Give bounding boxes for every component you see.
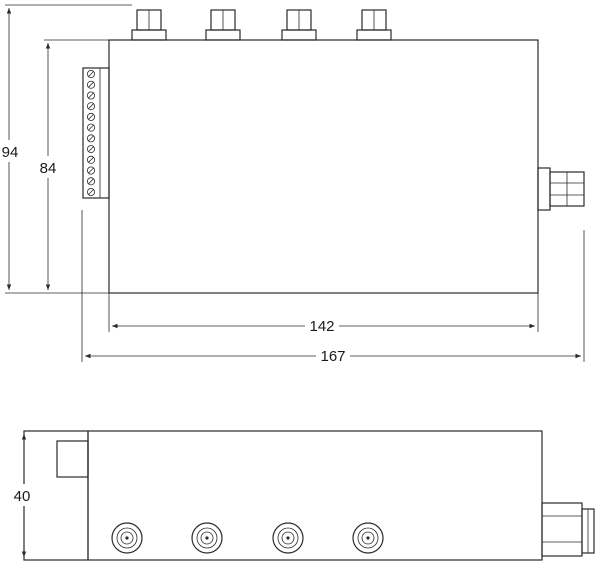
dimension-label-84: 84 xyxy=(40,160,57,177)
side-enclosure-body xyxy=(87,430,543,561)
side-connector xyxy=(537,167,585,211)
terminal-pin xyxy=(87,80,96,89)
terminal-pin-slot xyxy=(88,103,94,109)
side-view-connector xyxy=(541,502,595,557)
side-view: 40 xyxy=(10,430,595,561)
front-connector-4 xyxy=(352,522,384,554)
top-connector-2 xyxy=(205,9,241,41)
top-connector-4 xyxy=(356,9,392,41)
top-connector-1 xyxy=(131,9,167,41)
terminal-pins xyxy=(87,70,96,196)
dimension-label-94: 94 xyxy=(2,144,19,161)
terminal-pin xyxy=(87,112,96,121)
terminal-pin-slot xyxy=(88,81,94,88)
terminal-pin-slot xyxy=(88,157,94,163)
terminal-pin xyxy=(87,91,96,100)
dimension-label-167: 167 xyxy=(320,348,345,365)
terminal-pin xyxy=(87,187,96,196)
top-view: 94 84 142 167 xyxy=(0,4,585,366)
terminal-pin xyxy=(87,102,96,111)
terminal-pin xyxy=(87,177,96,186)
terminal-pin-slot xyxy=(88,71,94,77)
front-connector-3 xyxy=(272,522,304,554)
terminal-pin-slot xyxy=(88,114,94,120)
terminal-pin xyxy=(87,123,96,132)
terminal-pin xyxy=(87,166,96,175)
terminal-pin-slot xyxy=(88,124,94,131)
front-connector-1 xyxy=(111,522,143,554)
terminal-pin xyxy=(87,70,96,79)
terminal-block xyxy=(82,67,110,199)
terminal-pin-slot xyxy=(88,146,94,152)
dimension-label-40: 40 xyxy=(14,488,31,505)
front-connector-2 xyxy=(191,522,223,554)
terminal-pin xyxy=(87,155,96,164)
terminal-pin-slot xyxy=(88,189,94,195)
terminal-pin-slot xyxy=(88,135,94,142)
terminal-pin xyxy=(87,134,96,143)
side-terminal-plug xyxy=(56,440,89,478)
terminal-pin-slot xyxy=(88,167,94,174)
terminal-pin-slot xyxy=(88,178,94,185)
terminal-pin xyxy=(87,145,96,154)
enclosure-body xyxy=(108,39,539,294)
terminal-pin-slot xyxy=(88,92,94,99)
dimension-label-142: 142 xyxy=(309,318,334,335)
top-connector-3 xyxy=(281,9,317,41)
